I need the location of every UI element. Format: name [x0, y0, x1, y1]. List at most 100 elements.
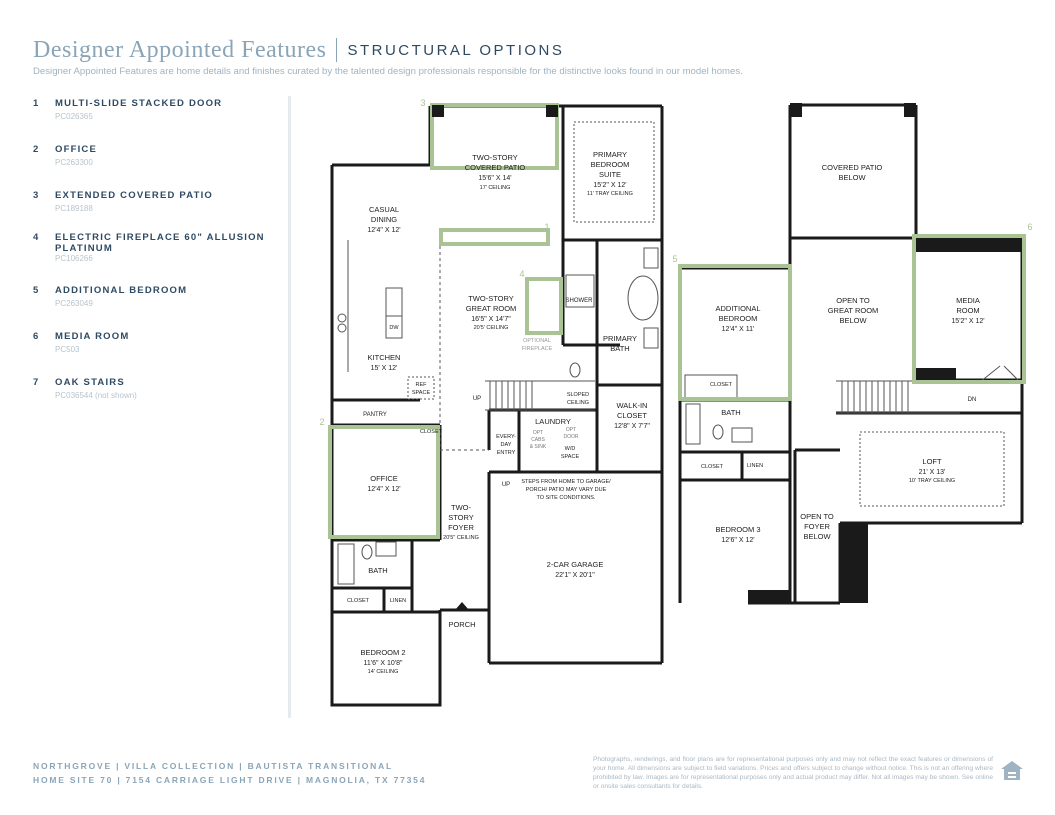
room-label: PANTRY — [363, 412, 387, 418]
first-floor-fixtures — [337, 121, 659, 585]
room-label: LINEN — [390, 598, 406, 604]
feature-name: MEDIA ROOM — [55, 331, 130, 342]
title-divider — [336, 38, 338, 62]
first-floor-stairs — [489, 381, 533, 410]
option-4-highlight — [525, 277, 563, 335]
wall-fill — [840, 523, 868, 603]
room-label: CLOSET — [420, 429, 443, 435]
room-label: CLOSET — [701, 464, 724, 470]
second-floor-stairs — [841, 381, 909, 413]
room-label: & SINK — [530, 444, 547, 450]
room-ceiling: 10' TRAY CEILING — [909, 478, 955, 484]
room-label: ENTRY — [497, 450, 516, 456]
room-label: BEDROOM 2 — [360, 648, 405, 657]
feature-name: OAK STAIRS — [55, 377, 125, 388]
column — [546, 105, 558, 117]
room-label: SPACE — [561, 454, 580, 460]
feature-number: 1 — [33, 98, 39, 109]
note-text: STEPS FROM HOME TO GARAGE/ — [521, 479, 611, 485]
feature-code: PC263300 — [55, 158, 93, 167]
marker-1: 1 — [544, 222, 549, 232]
door-swing — [1003, 365, 1021, 383]
wall-fill — [916, 368, 956, 382]
feature-number: 7 — [33, 377, 39, 388]
room-label: GREAT ROOM — [466, 304, 517, 313]
feature-item: 6 MEDIA ROOM PC503 — [33, 331, 278, 377]
room-label: SUITE — [599, 170, 621, 179]
room-dimension: 16'5" X 14'7" — [471, 316, 511, 323]
room-label: SLOPED — [567, 392, 589, 398]
room-label: BATH — [368, 566, 387, 575]
feature-code: PC036544 (not shown) — [55, 391, 137, 400]
tub — [627, 275, 659, 321]
room-label: GREAT ROOM — [828, 306, 879, 315]
wall-fill — [748, 590, 790, 604]
feature-name: MULTI-SLIDE STACKED DOOR — [55, 98, 223, 109]
option-2-highlight — [328, 425, 440, 539]
room-label: COVERED PATIO — [465, 163, 526, 172]
sink-basin — [337, 323, 347, 333]
feature-item: 3 EXTENDED COVERED PATIO PC189188 — [33, 190, 278, 232]
marker-5: 5 — [672, 254, 677, 264]
second-floor-labels: COVERED PATIO BELOW ADDITIONAL BEDROOM 1… — [701, 163, 985, 544]
room-label: EVERY- — [496, 434, 516, 440]
marker-2: 2 — [319, 417, 324, 427]
toilet — [361, 544, 373, 560]
section-title: STRUCTURAL OPTIONS — [347, 41, 565, 59]
address-line: HOME SITE 70 | 7154 CARRIAGE LIGHT DRIVE… — [33, 775, 427, 785]
room-label: BEDROOM 3 — [715, 525, 760, 534]
header: Designer Appointed Features STRUCTURAL O… — [33, 35, 564, 65]
room-label: ROOM — [956, 306, 979, 315]
feature-item: 2 OFFICE PC263300 — [33, 144, 278, 190]
marker-4: 4 — [519, 269, 524, 279]
room-label: PRIMARY — [593, 150, 627, 159]
page-description: Designer Appointed Features are home det… — [33, 66, 743, 77]
room-label: BATH — [610, 344, 629, 353]
room-label: STORY — [448, 513, 474, 522]
bathtub — [337, 543, 355, 585]
door-swing — [979, 365, 1001, 383]
room-label: LOFT — [922, 457, 942, 466]
room-dimension: 12'8" X 7'7" — [614, 423, 650, 430]
feature-number: 5 — [33, 285, 39, 296]
room-dimension: 12'4" X 12' — [367, 227, 400, 234]
room-dimension: 15'2" X 12' — [951, 318, 984, 325]
room-dimension: 15' X 12' — [371, 365, 398, 372]
room-dimension: 12'6" X 12' — [721, 537, 754, 544]
disclaimer: Photographs, renderings, and floor plans… — [593, 756, 993, 790]
entry-arrow-icon — [455, 602, 469, 610]
room-label: FIREPLACE — [522, 346, 553, 352]
room-dimension: 12'4" X 11' — [722, 326, 755, 333]
room-label: ADDITIONAL — [715, 304, 760, 313]
note-text: TO SITE CONDITIONS. — [537, 495, 596, 501]
option-5-highlight — [678, 264, 792, 401]
feature-number: 2 — [33, 144, 39, 155]
column — [904, 103, 916, 117]
ref-space — [407, 376, 435, 400]
community-info: NORTHGROVE | VILLA COLLECTION | BAUTISTA… — [33, 759, 426, 787]
room-label: KITCHEN — [368, 353, 401, 362]
column — [790, 103, 802, 117]
room-label: BELOW — [803, 532, 831, 541]
room-label: W/D — [565, 446, 576, 452]
marker-3: 3 — [420, 98, 425, 108]
feature-number: 3 — [33, 190, 39, 201]
room-ceiling: 11' TRAY CEILING — [587, 191, 633, 197]
room-label: LINEN — [747, 463, 763, 469]
first-floor-walls — [330, 104, 664, 707]
feature-number: 6 — [33, 331, 39, 342]
second-floor-fixtures — [684, 365, 1021, 507]
feature-list: 1 MULTI-SLIDE STACKED DOOR PC026365 2 OF… — [33, 98, 278, 407]
feature-item: 5 ADDITIONAL BEDROOM PC263049 — [33, 285, 278, 331]
room-label: WALK-IN — [617, 401, 648, 410]
room-label: DOOR — [564, 434, 579, 440]
first-floor-plan: 3 1 4 2 TWO-STORY COVERED PATIO 15'6" X … — [319, 98, 664, 707]
sink — [731, 427, 753, 443]
room-label: BELOW — [839, 316, 867, 325]
cooktop — [385, 287, 403, 317]
room-ceiling: 14' CEILING — [368, 669, 399, 675]
feature-item: 4 ELECTRIC FIREPLACE 60" ALLUSION PLATIN… — [33, 232, 278, 285]
room-ceiling: 20'5' CEILING — [474, 325, 509, 331]
stair-label: UP — [473, 396, 481, 402]
room-label: PORCH — [448, 620, 475, 629]
